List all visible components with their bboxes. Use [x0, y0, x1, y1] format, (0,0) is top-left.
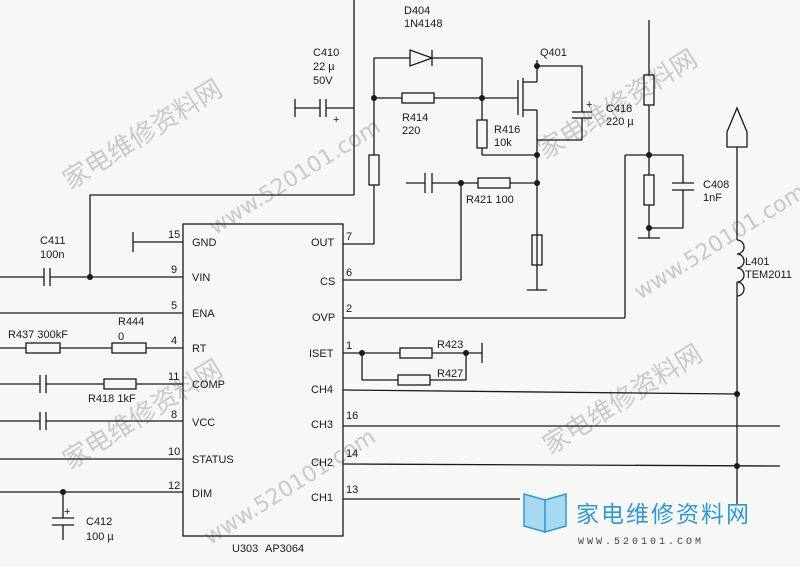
right-circuitry: [342, 20, 781, 505]
label-c408-ref: C408: [703, 179, 729, 191]
pin-num-1: 1: [346, 340, 352, 352]
pin-num-10: 10: [168, 446, 180, 458]
top-circuitry: + +: [294, 49, 592, 291]
label-l401-val: TEM2011: [745, 269, 792, 281]
pin-num-2: 2: [346, 303, 352, 315]
pin-name-ch3: CH3: [311, 419, 333, 431]
pin-name-gnd: GND: [192, 237, 217, 249]
pin-num-14: 14: [346, 448, 358, 460]
logo-url: WWW.520101.COM: [578, 537, 704, 548]
pin-num-5: 5: [171, 300, 177, 312]
pin-name-ch4: CH4: [311, 384, 333, 396]
pin-name-rt: RT: [192, 343, 207, 355]
pin-name-iset: ISET: [309, 348, 334, 360]
label-r437: R437 300kF: [8, 329, 68, 341]
label-c418-ref: C418: [606, 103, 632, 115]
svg-text:+: +: [333, 114, 339, 126]
label-r427: R427: [437, 368, 463, 380]
ic-u303-body: [182, 223, 344, 537]
watermark-layer: 家电维修资料网 家电维修资料网 家电维修资料网 家电维修资料网 www.5201…: [58, 44, 800, 550]
label-r416-ref: R416: [494, 124, 520, 136]
pin-name-dim: DIM: [192, 488, 212, 500]
label-r423: R423: [437, 339, 463, 351]
pin-name-comp: COMP: [192, 379, 225, 391]
ic-ref: U303: [232, 543, 258, 555]
watermark-cn-1: 家电维修资料网: [58, 74, 228, 196]
ic-right-pins: OUT 7 CS 6 OVP 2 ISET 1 CH4 CH3 16 CH2 1…: [309, 231, 358, 504]
label-c410-val1: 22 µ: [313, 61, 335, 73]
pin-name-cs: CS: [320, 276, 335, 288]
left-wiring: +: [0, 0, 355, 540]
label-c412-ref: C412: [86, 516, 112, 528]
pin-name-vin: VIN: [192, 272, 210, 284]
pin-num-4: 4: [171, 335, 177, 347]
label-d404-val: 1N4148: [404, 18, 443, 30]
svg-text:+: +: [64, 506, 70, 518]
pin-num-7: 7: [346, 231, 352, 243]
pin-name-ovp: OVP: [312, 312, 335, 324]
pin-num-12: 12: [168, 480, 180, 492]
label-c412-val: 100 µ: [86, 531, 114, 543]
label-q401: Q401: [540, 47, 567, 59]
ic-part: AP3064: [265, 543, 304, 555]
pin-num-9: 9: [171, 264, 177, 276]
label-r414-ref: R414: [402, 112, 428, 124]
label-d404-ref: D404: [404, 5, 430, 17]
pin-name-ch1: CH1: [311, 492, 333, 504]
book-icon: [523, 493, 567, 533]
pin-name-ch2: CH2: [311, 457, 333, 469]
pin-num-11: 11: [168, 371, 179, 383]
pin-num-15: 15: [168, 229, 180, 241]
site-logo: 家电维修资料网 WWW.520101.COM: [523, 493, 751, 548]
label-r416-val: 10k: [494, 137, 512, 149]
label-c418-val: 220 µ: [606, 116, 634, 128]
watermark-cn-4: 家电维修资料网: [538, 339, 708, 461]
label-r444-ref: R444: [118, 316, 144, 328]
pin-name-ena: ENA: [192, 308, 215, 320]
label-c408-val: 1nF: [703, 192, 722, 204]
pin-name-vcc: VCC: [192, 417, 215, 429]
logo-title: 家电维修资料网: [576, 502, 751, 528]
pin-num-6: 6: [346, 267, 352, 279]
ic-left-pins: GND 15 VIN 9 ENA 5 RT 4 COMP 11 VCC 8 ST…: [168, 229, 234, 500]
pin-num-16: 16: [346, 410, 358, 422]
label-r421: R421 100: [466, 194, 514, 206]
label-c410-val2: 50V: [313, 75, 333, 87]
label-c411-val: 100n: [40, 249, 64, 261]
pin-num-8: 8: [171, 409, 177, 421]
pin-name-status: STATUS: [192, 454, 234, 466]
svg-text:+: +: [586, 99, 592, 111]
label-c410-ref: C410: [313, 47, 339, 59]
label-c411-ref: C411: [40, 235, 65, 247]
watermark-url-1: www.520101.com: [205, 115, 385, 241]
label-r444-val: 0: [118, 331, 124, 343]
label-r418: R418 1kF: [88, 393, 136, 405]
pin-name-out: OUT: [311, 237, 335, 249]
pin-num-13: 13: [346, 484, 358, 496]
component-labels: D404 1N4148 Q401 C410 22 µ 50V R414 220 …: [8, 5, 792, 543]
label-l401-ref: L401: [745, 256, 769, 268]
label-r414-val: 220: [402, 125, 420, 137]
